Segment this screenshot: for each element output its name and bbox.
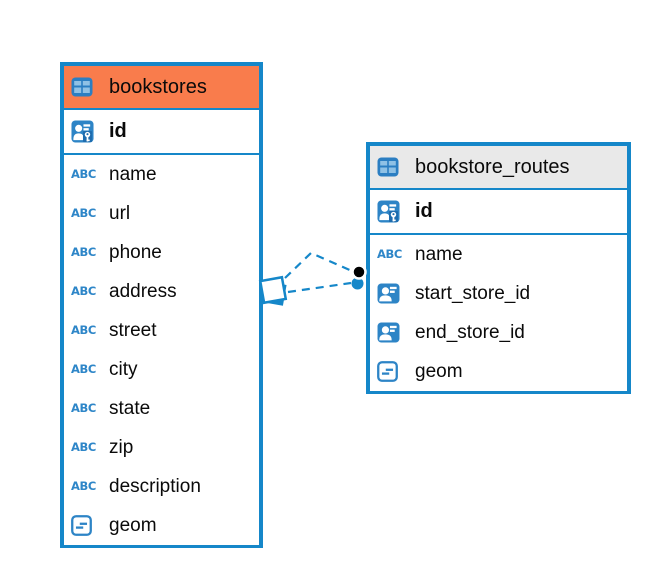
entity-bookstore-routes[interactable]: bookstore_routes id ABC name <box>366 142 631 394</box>
column-row[interactable]: ABC phone <box>64 233 259 272</box>
relationship-edge-lower <box>287 281 352 294</box>
column-row-pk[interactable]: id <box>370 190 627 235</box>
person-key-icon <box>377 200 406 223</box>
column-row[interactable]: ABC name <box>370 235 627 274</box>
column-row-pk[interactable]: id <box>64 110 259 155</box>
person-key-icon <box>71 120 100 143</box>
person-card-icon <box>377 322 406 343</box>
column-row[interactable]: geom <box>370 352 627 391</box>
column-row[interactable]: ABC street <box>64 311 259 350</box>
column-row[interactable]: ABC url <box>64 194 259 233</box>
column-name: zip <box>109 436 134 458</box>
column-name: street <box>109 319 157 341</box>
column-name: address <box>109 280 177 302</box>
text-type-icon: ABC <box>71 439 96 454</box>
text-type-icon: ABC <box>71 322 96 337</box>
column-row[interactable]: end_store_id <box>370 313 627 352</box>
column-name: id <box>415 200 433 222</box>
table-icon <box>71 77 100 97</box>
geometry-icon <box>71 515 100 536</box>
column-row[interactable]: ABC state <box>64 389 259 428</box>
entity-bookstores-header[interactable]: bookstores <box>64 66 259 110</box>
geometry-icon <box>377 361 406 382</box>
column-name: geom <box>109 514 157 536</box>
column-name: name <box>415 243 463 265</box>
column-name: end_store_id <box>415 321 525 343</box>
column-row[interactable]: ABC name <box>64 155 259 194</box>
column-row[interactable]: start_store_id <box>370 274 627 313</box>
column-name: phone <box>109 241 162 263</box>
column-row[interactable]: ABC description <box>64 467 259 506</box>
text-type-icon: ABC <box>71 244 96 259</box>
column-name: name <box>109 163 157 185</box>
table-icon <box>377 157 406 177</box>
column-name: description <box>109 475 201 497</box>
column-row[interactable]: ABC address <box>64 272 259 311</box>
text-type-icon: ABC <box>71 205 96 220</box>
text-type-icon: ABC <box>71 478 96 493</box>
column-row[interactable]: ABC city <box>64 350 259 389</box>
text-type-icon: ABC <box>71 400 96 415</box>
column-row[interactable]: ABC zip <box>64 428 259 467</box>
column-row[interactable]: geom <box>64 506 259 545</box>
column-name: state <box>109 397 151 419</box>
text-type-icon: ABC <box>377 246 402 261</box>
person-card-icon <box>377 283 406 304</box>
column-name: id <box>109 120 127 142</box>
column-name: start_store_id <box>415 282 531 304</box>
text-type-icon: ABC <box>71 166 96 181</box>
text-type-icon: ABC <box>71 283 96 298</box>
text-type-icon: ABC <box>71 361 96 376</box>
column-name: geom <box>415 360 463 382</box>
entity-title: bookstores <box>109 75 207 98</box>
column-name: url <box>109 202 131 224</box>
relationship-left-marker <box>258 275 288 306</box>
entity-title: bookstore_routes <box>415 155 570 178</box>
relationship-edge-upper <box>284 251 353 279</box>
column-name: city <box>109 358 138 380</box>
relationship-right-marker <box>351 264 367 290</box>
entity-bookstores[interactable]: bookstores id ABC name ABC url ABC <box>60 62 263 548</box>
entity-bookstore-routes-header[interactable]: bookstore_routes <box>370 146 627 190</box>
